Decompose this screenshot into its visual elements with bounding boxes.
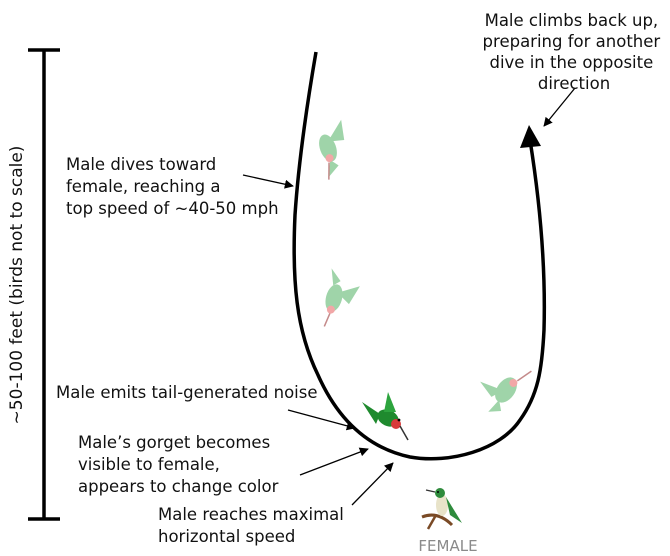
annotation-line: preparing for another: [483, 32, 661, 51]
annotation-gorget: Male’s gorget becomes visible to female,…: [78, 433, 279, 496]
annotation-line: female, reaching a: [66, 177, 220, 196]
female-hummingbird-icon: [422, 488, 462, 529]
annotation-noise: Male emits tail-generated noise: [56, 383, 318, 402]
annotation-line: dive in the opposite: [489, 53, 653, 72]
ghost-hummingbird-icon: [469, 351, 532, 419]
climb-arrow: [544, 88, 575, 126]
annotation-line: Male emits tail-generated noise: [56, 383, 318, 402]
dive-arrow: [243, 175, 293, 186]
annotation-line: Male dives toward: [66, 155, 216, 174]
annotation-line: Male’s gorget becomes: [78, 433, 270, 452]
trajectory-arrowhead: [520, 125, 541, 148]
speed-arrow: [352, 463, 393, 505]
annotation-speed: Male reaches maximal horizontal speed: [158, 505, 349, 546]
annotation-dive: Male dives toward female, reaching a top…: [66, 155, 279, 218]
scale-label: ~50-100 feet (birds not to scale): [7, 146, 27, 425]
annotation-line: visible to female,: [78, 455, 220, 474]
ghost-hummingbird-icon: [311, 120, 359, 180]
annotation-line: horizontal speed: [158, 527, 295, 546]
scale-bar: [28, 50, 60, 519]
annotation-line: Male reaches maximal: [158, 505, 344, 524]
ghost-hummingbird-icon: [317, 268, 363, 332]
annotation-line: Male climbs back up,: [485, 11, 659, 30]
female-label: FEMALE: [418, 537, 477, 555]
annotation-line: top speed of ~40-50 mph: [66, 199, 279, 218]
annotation-climb: Male climbs back up, preparing for anoth…: [483, 11, 666, 93]
male-hummingbird-icon: [362, 392, 408, 440]
annotation-line: appears to change color: [78, 477, 279, 496]
gorget-arrow: [300, 449, 368, 475]
annotation-line: direction: [538, 74, 610, 93]
